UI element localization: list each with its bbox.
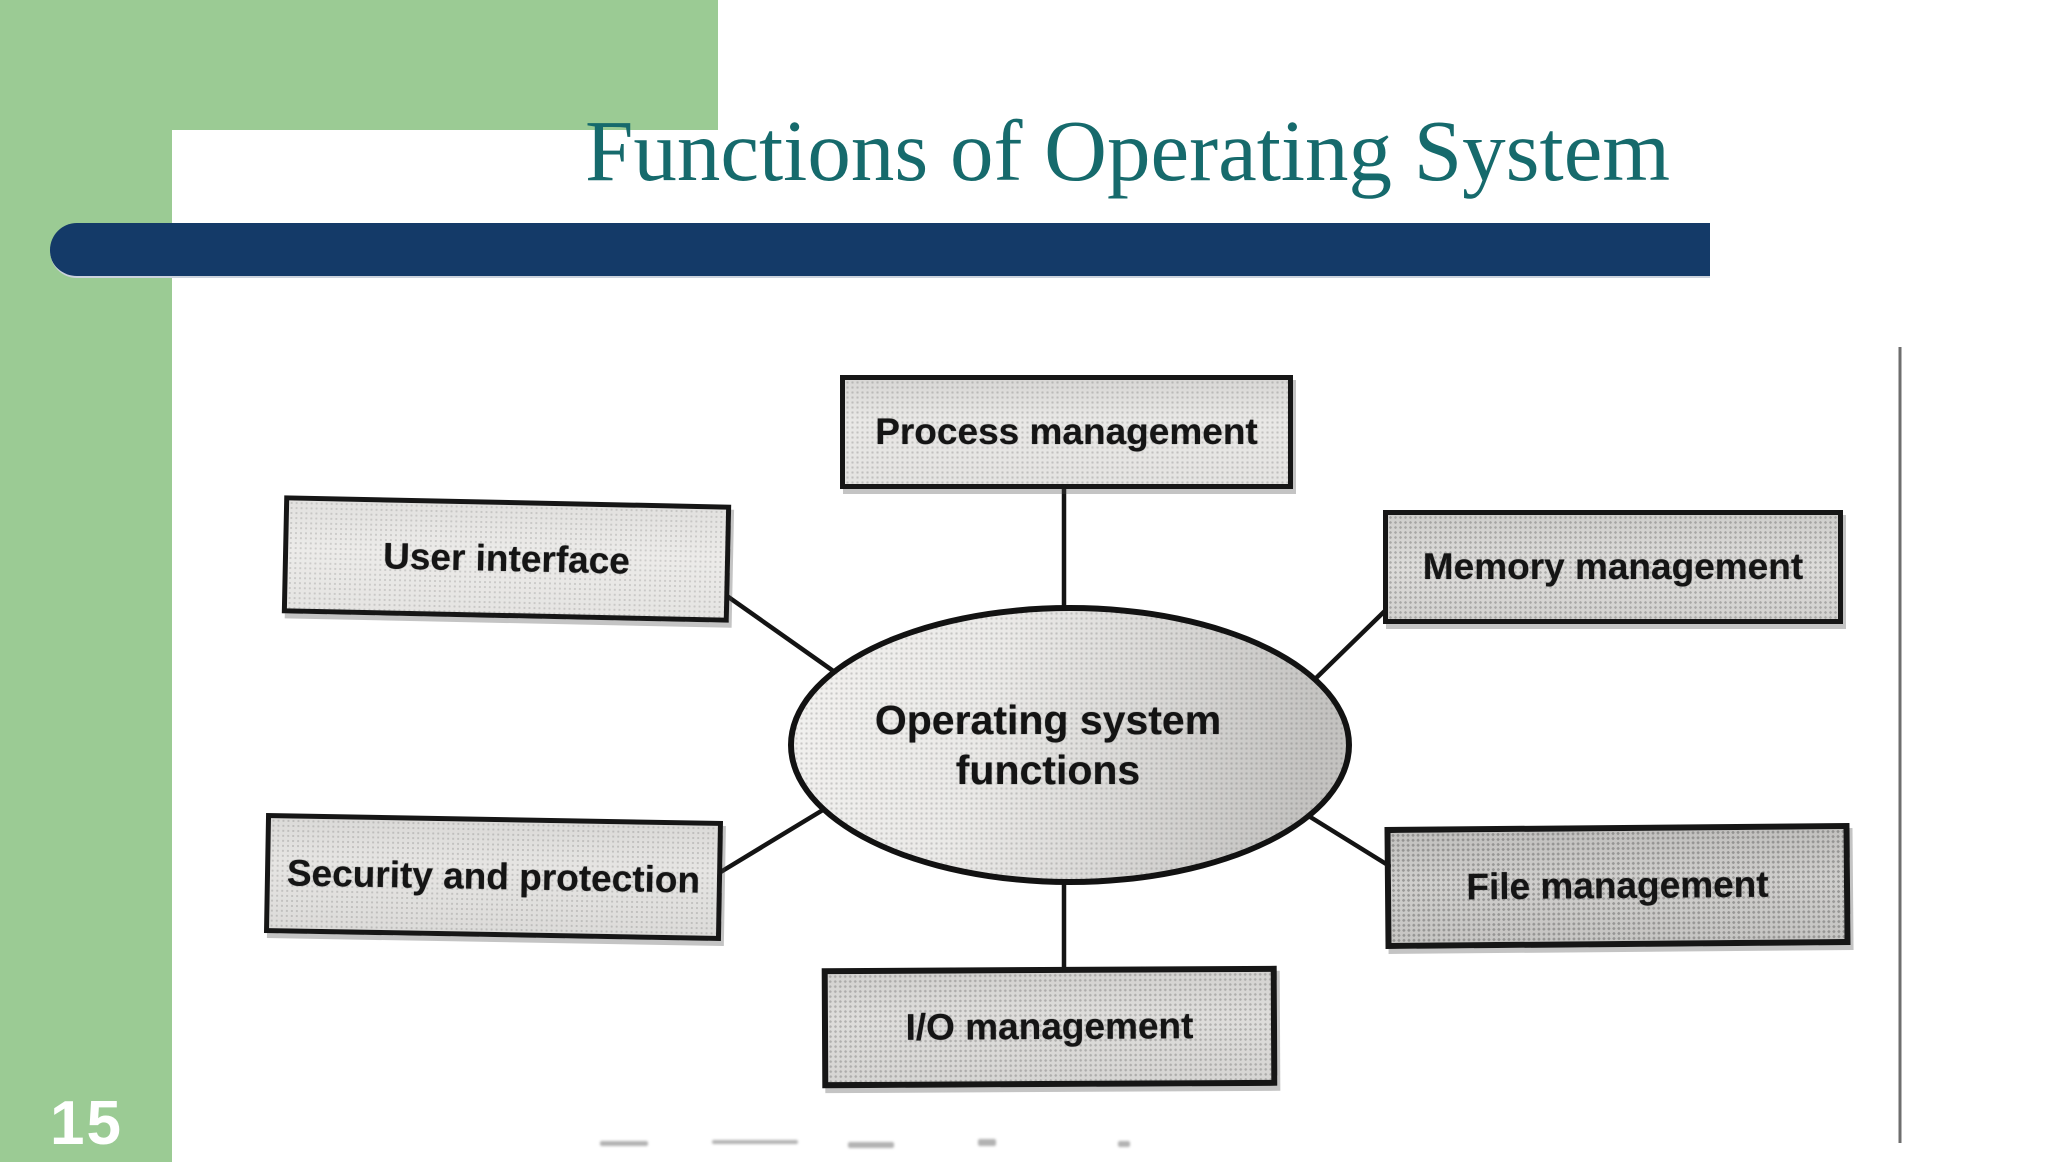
node-label: User interface <box>382 535 631 582</box>
caption-smudge <box>712 1140 798 1144</box>
node-label: I/O management <box>905 1005 1194 1048</box>
node-memory-management: Memory management <box>1383 510 1843 624</box>
caption-smudge <box>1118 1141 1130 1147</box>
caption-smudge <box>848 1142 894 1148</box>
ellipse-label-line2: functions <box>955 747 1141 793</box>
green-sidebar <box>0 0 172 1162</box>
node-label: Process management <box>875 411 1258 452</box>
node-security-and-protection: Security and protection <box>263 813 724 941</box>
node-label: Memory management <box>1422 546 1804 587</box>
node-process-management: Process management <box>840 375 1293 489</box>
page-title: Functions of Operating System <box>585 102 1670 199</box>
caption-smudge <box>978 1139 996 1146</box>
title-accent-bar <box>50 223 1710 278</box>
node-label: Security and protection <box>286 852 701 901</box>
ellipse-label-line1: Operating system <box>874 697 1222 743</box>
node-label: File management <box>1466 863 1769 908</box>
node-user-interface: User interface <box>281 495 732 623</box>
page-number: 15 <box>50 1089 123 1158</box>
caption-smudge <box>600 1141 648 1146</box>
node-operating-system-functions: Operating system functions <box>788 605 1352 885</box>
node-file-management: File management <box>1384 822 1851 950</box>
node-io-management: I/O management <box>821 965 1278 1089</box>
